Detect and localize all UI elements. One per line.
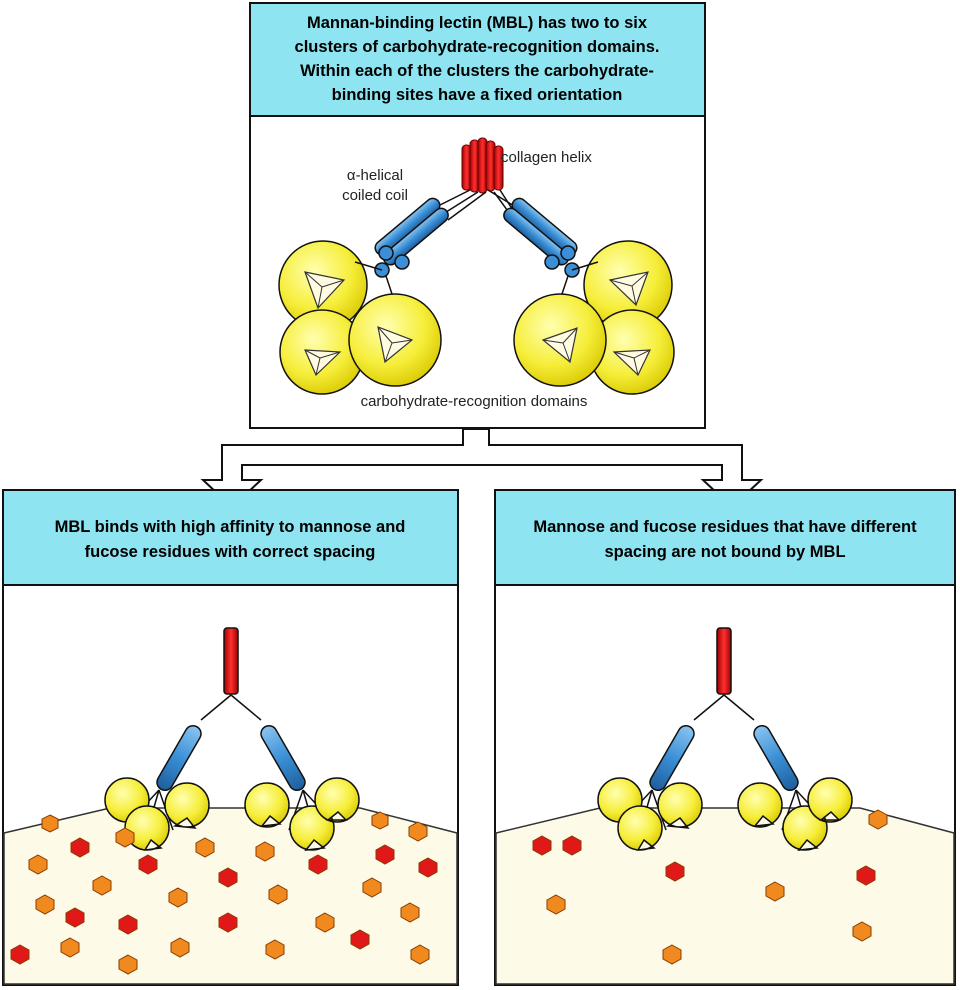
top-title-line-3: Within each of the clusters the carbohyd… (300, 62, 654, 80)
right-crds (597, 777, 853, 851)
alpha-helical-label: α-helical (347, 167, 403, 184)
top-title-line-2: clusters of carbohydrate-recognition dom… (295, 38, 660, 56)
right-residues (532, 809, 888, 965)
left-coiled-coil (374, 197, 449, 266)
left-residues (10, 811, 438, 975)
right-title-line-1: Mannose and fucose residues that have di… (533, 518, 917, 536)
left-panel: MBL binds with high affinity to mannose … (2, 489, 459, 986)
top-panel-header (249, 2, 706, 117)
top-title-line-4: binding sites have a fixed orientation (332, 86, 623, 104)
left-cell-surface (3, 807, 458, 985)
right-panel-header (494, 489, 956, 586)
right-collagen-stalk (716, 627, 732, 695)
crd-label: carbohydrate-recognition domains (361, 393, 588, 410)
right-title-line-2: spacing are not bound by MBL (604, 543, 845, 561)
left-title-line-2: fucose residues with correct spacing (85, 543, 376, 561)
right-crd-cluster (513, 240, 675, 395)
top-title-line-1: Mannan-binding lectin (MBL) has two to s… (307, 14, 648, 32)
coiled-coil-label: coiled coil (342, 187, 408, 204)
left-crd-cluster (278, 240, 442, 395)
right-cell-surface (495, 807, 955, 985)
left-title-line-1: MBL binds with high affinity to mannose … (55, 518, 406, 536)
right-panel: Mannose and fucose residues that have di… (494, 489, 956, 986)
collagen-helix-bundle (461, 137, 504, 194)
top-panel: Mannan-binding lectin (MBL) has two to s… (249, 2, 706, 429)
left-collagen-stalk (223, 627, 239, 695)
split-arrow (200, 428, 764, 509)
left-crds (104, 777, 360, 851)
left-panel-header (2, 489, 459, 586)
collagen-helix-label: collagen helix (501, 149, 592, 166)
